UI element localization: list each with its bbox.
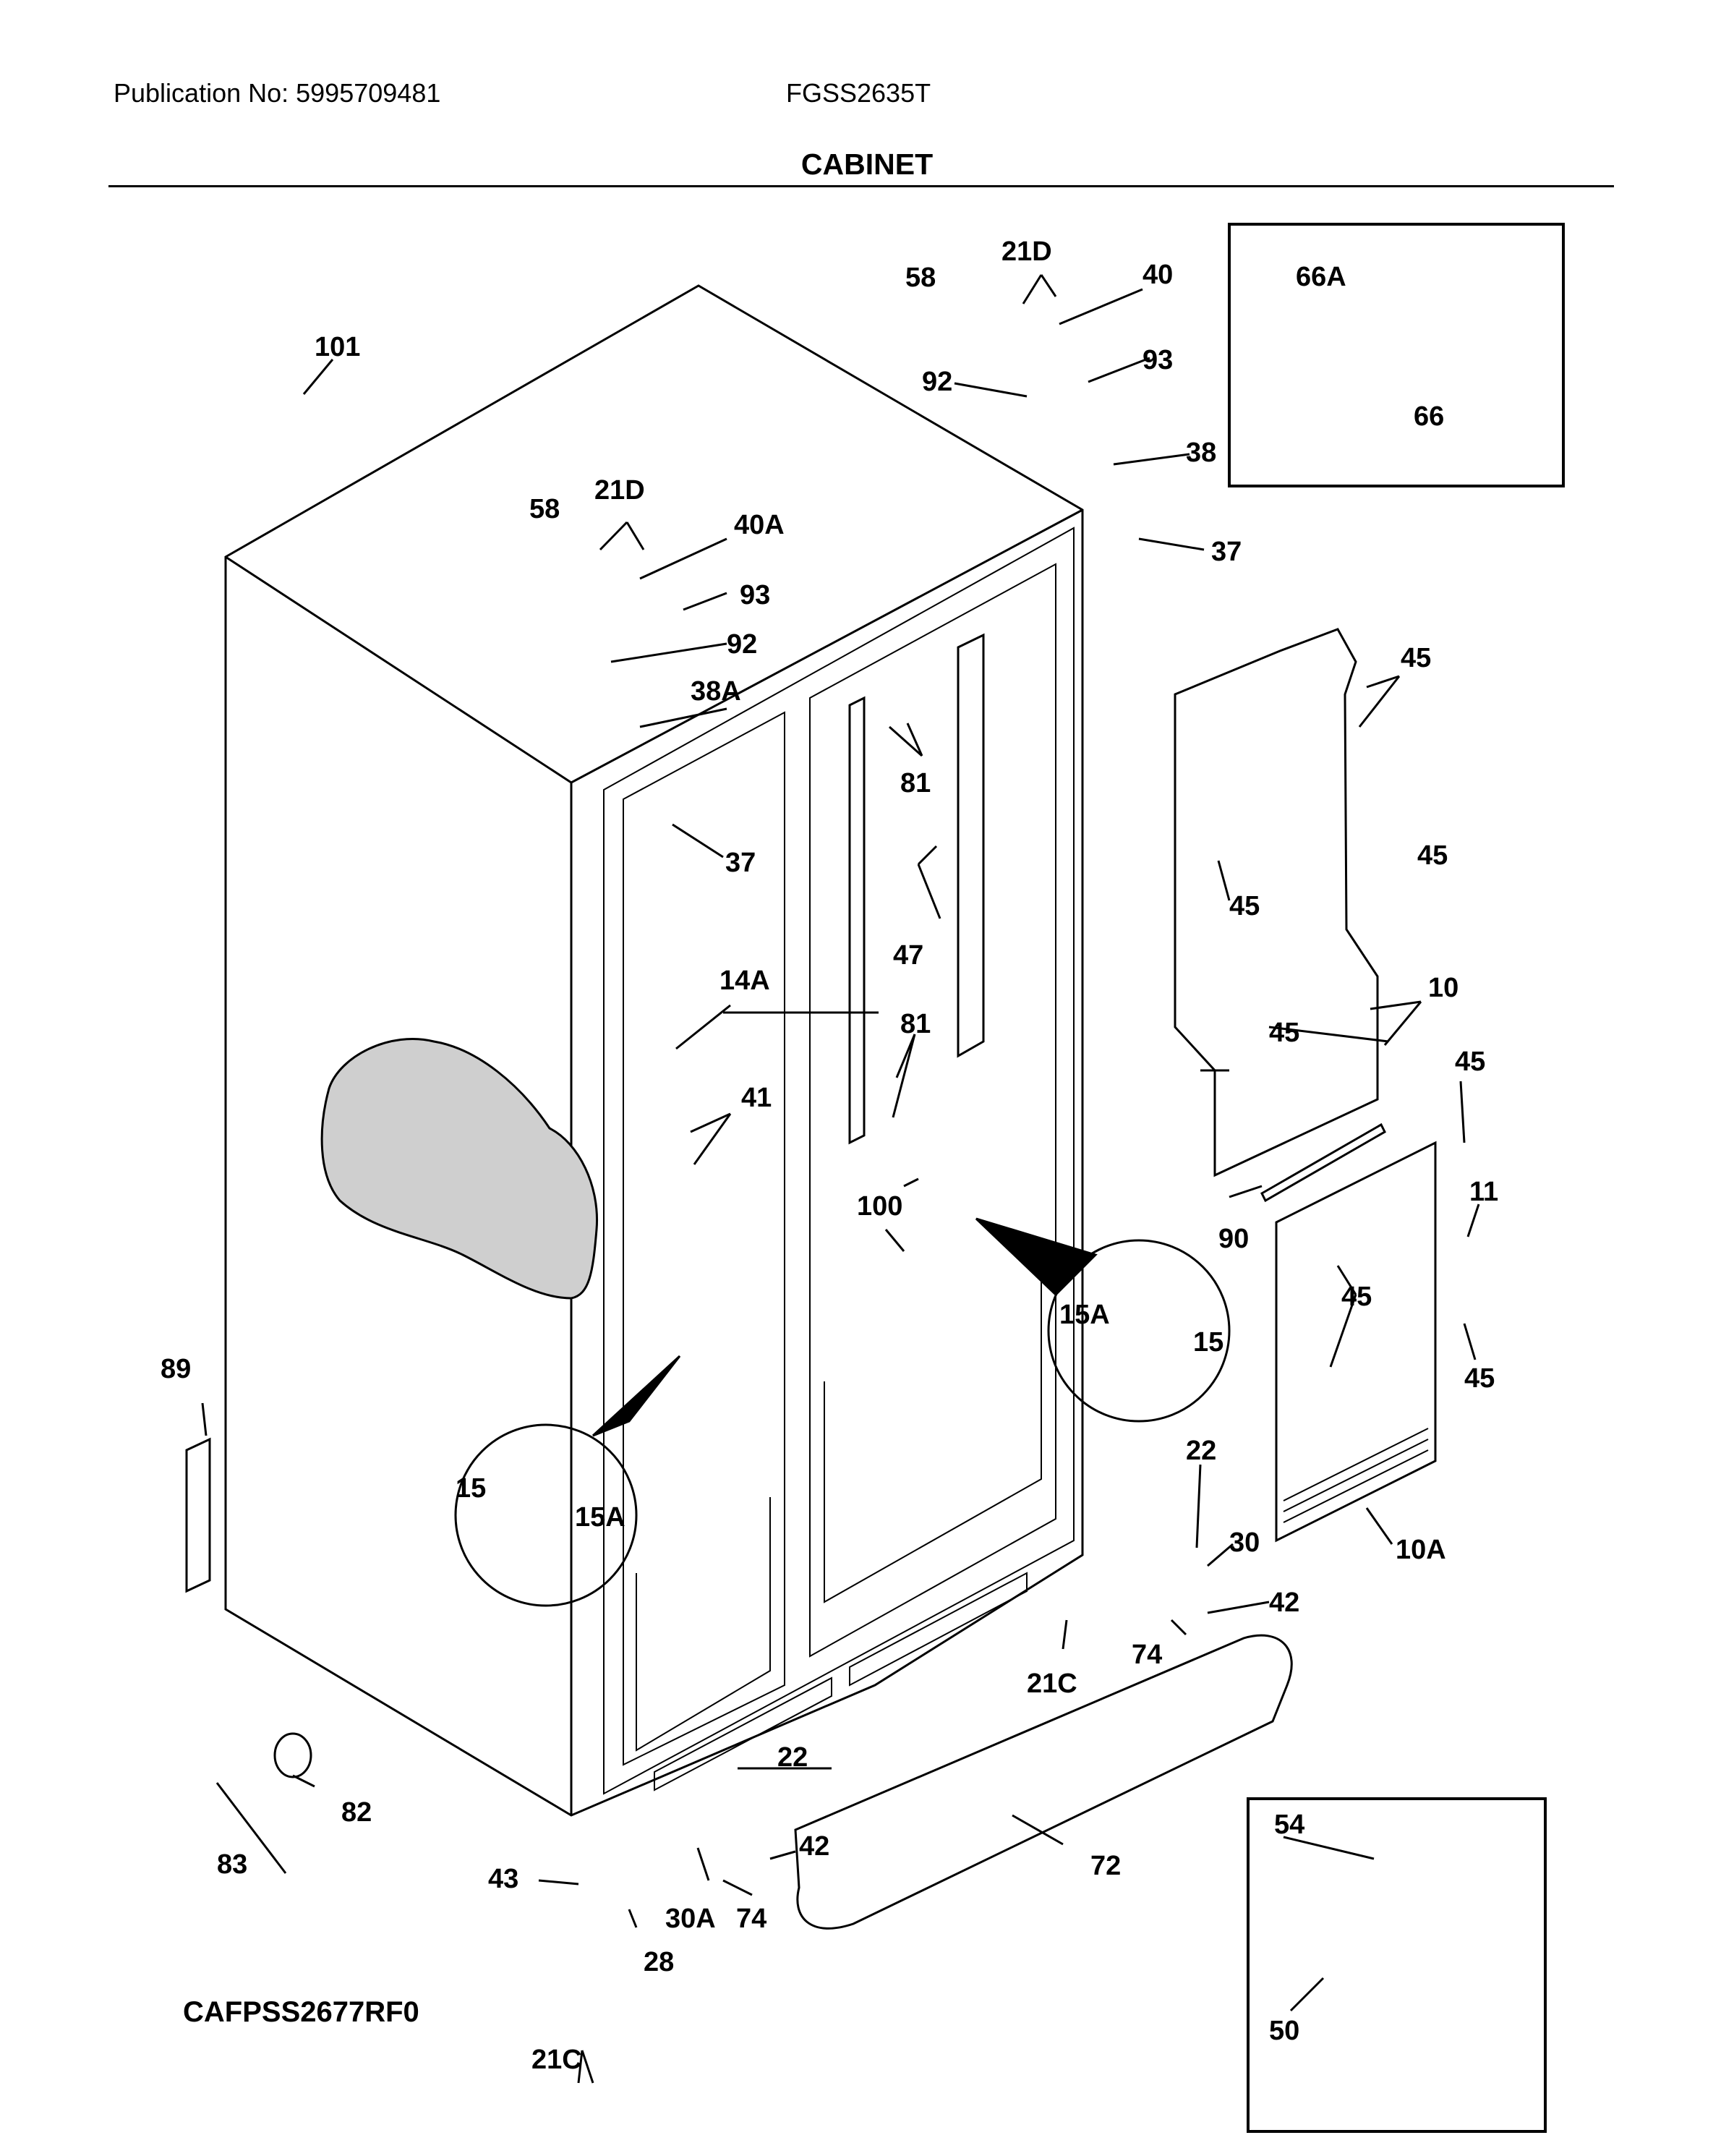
vent-slots: [1283, 1428, 1429, 1523]
part-label: 50: [1269, 2016, 1299, 2046]
diagram-code: CAFPSS2677RF0: [183, 1996, 419, 2028]
part-label: 21C: [1027, 1669, 1077, 1699]
detail-circle-left: [454, 1423, 638, 1607]
part-label: 54: [1274, 1810, 1304, 1840]
inset-box-door-handles: [1228, 223, 1565, 487]
inset-box-control-housing: [1247, 1797, 1547, 2133]
part-label: 30: [1229, 1527, 1260, 1558]
detail-circle-right: [1047, 1239, 1231, 1423]
shelf-ladder-left: [848, 696, 866, 1145]
part-label: 22: [777, 1742, 808, 1773]
part-label: 92: [727, 629, 757, 660]
part-label: 74: [1132, 1640, 1162, 1670]
part-label: 45: [1464, 1363, 1495, 1394]
strip-90: [1260, 1122, 1386, 1203]
part-label: 38A: [691, 676, 741, 707]
side-bracket-89: [185, 1437, 211, 1593]
shelf-ladder-right: [957, 633, 985, 1058]
part-label: 43: [488, 1864, 518, 1894]
part-label: 21C: [531, 2045, 582, 2075]
part-label: 100: [857, 1191, 902, 1222]
part-label: 81: [900, 1009, 931, 1039]
part-label: 11: [1469, 1177, 1498, 1207]
part-label: 22: [1186, 1436, 1216, 1466]
part-label: 45: [1269, 1018, 1299, 1048]
part-label: 42: [1269, 1588, 1299, 1618]
part-label: 38: [1186, 438, 1216, 468]
part-label: 10: [1428, 973, 1458, 1003]
part-label: 21D: [594, 475, 645, 506]
part-label: 30A: [665, 1904, 716, 1934]
part-label: 58: [529, 494, 560, 524]
part-label: 45: [1417, 840, 1448, 871]
part-label: 83: [217, 1849, 247, 1880]
part-label: 66: [1414, 401, 1444, 432]
part-label: 15A: [1059, 1300, 1110, 1330]
publication-number: Publication No: 5995709481: [114, 78, 441, 108]
cabinet-body: [224, 284, 1084, 1817]
part-label: 66A: [1296, 262, 1346, 292]
pointer-left: [591, 1355, 681, 1437]
header-rule: [108, 185, 1614, 187]
part-label: 93: [1143, 345, 1173, 375]
toe-grille-72: [794, 1634, 1293, 1930]
part-label: 37: [1211, 537, 1242, 567]
part-label: 81: [900, 768, 931, 798]
leveler-82: [273, 1732, 312, 1778]
part-label: 41: [741, 1083, 772, 1113]
part-label: 21D: [1001, 237, 1052, 267]
part-label: 42: [799, 1831, 829, 1862]
rear-access-panel-10A: [1275, 1141, 1437, 1543]
part-labels: 101 58 21D 40 93 92 38 66A 66 37 58 21D …: [161, 237, 1498, 2075]
part-label: 45: [1341, 1282, 1372, 1312]
part-label: 15: [1193, 1327, 1223, 1358]
part-label: 82: [341, 1797, 372, 1828]
part-label: 89: [161, 1354, 191, 1384]
part-label: 101: [315, 332, 360, 362]
part-label: 45: [1455, 1047, 1485, 1077]
part-label: 93: [740, 580, 770, 610]
part-label: 15: [456, 1473, 486, 1504]
model-number: FGSS2635T: [786, 78, 931, 108]
part-label: 74: [736, 1904, 766, 1934]
part-label: 90: [1218, 1224, 1249, 1254]
pointer-right: [975, 1217, 1098, 1297]
part-label: 15A: [575, 1502, 625, 1533]
insulation-pad: [320, 1038, 599, 1300]
part-label: 58: [905, 263, 936, 293]
part-label: 45: [1229, 891, 1260, 921]
part-label: 45: [1401, 643, 1431, 673]
page-title: CABINET: [800, 148, 934, 181]
part-label: 10A: [1396, 1535, 1446, 1565]
rear-panel-10: [1174, 628, 1379, 1177]
part-label: 37: [725, 848, 756, 878]
part-label: 47: [893, 940, 923, 971]
leader-lines: [201, 274, 1480, 2084]
part-label: 72: [1090, 1851, 1121, 1881]
part-label: 14A: [719, 966, 770, 996]
part-label: 92: [922, 367, 952, 397]
part-label: 40A: [734, 510, 785, 540]
part-label: 28: [644, 1947, 674, 1977]
part-label: 40: [1143, 260, 1173, 290]
